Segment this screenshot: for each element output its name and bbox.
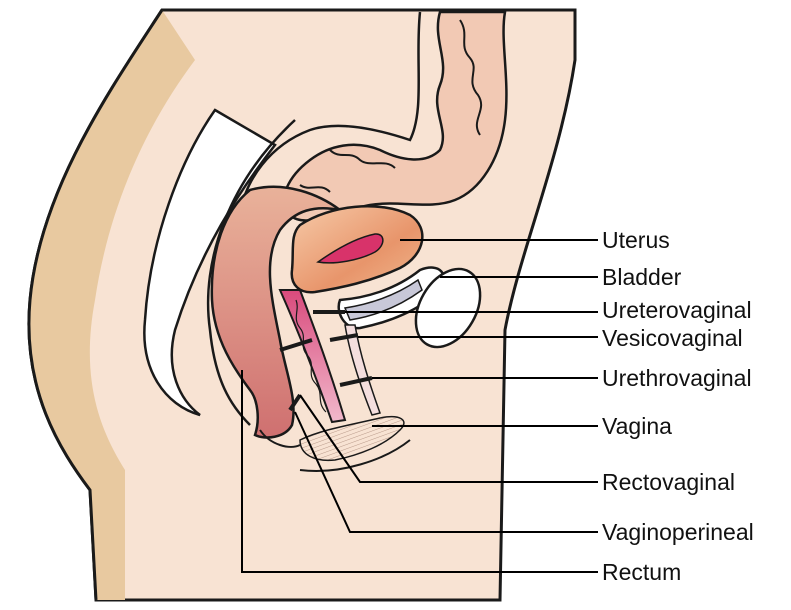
leader-rectovaginal [299,394,598,483]
fistula-marker-vesicovaginal [329,333,359,342]
buttock-outline [27,9,164,601]
leader-vaginoperineal [294,411,598,533]
label-bladder: Bladder [602,264,682,290]
leader-lines [241,239,598,573]
rectum [210,185,341,439]
vagina [278,289,347,424]
vaginal-rugae [295,299,327,413]
intestine-folds [299,19,483,193]
label-rectovaginal: Rectovaginal [602,469,735,495]
pelvic-cavity-line [206,119,296,426]
bladder-wall [343,278,423,321]
label-vaginoperineal: Vaginoperineal [602,519,754,545]
urethra [344,324,381,416]
label-urethrovaginal: Urethrovaginal [602,365,752,391]
buttock-shadow [0,10,162,600]
fistula-marker-vaginoperineal [288,393,302,412]
mesentery-outline [238,11,422,216]
perineum [299,416,405,462]
buttock-fold [28,10,195,600]
pubic-bone [414,267,482,349]
uterine-cavity [316,233,384,264]
label-vesicovaginal: Vesicovaginal [602,325,743,351]
fistula-marker-rectovaginal [279,338,313,352]
label-rectum: Rectum [602,559,681,585]
labia-outline [259,429,411,472]
leader-rectum [241,370,598,573]
label-uterus: Uterus [602,227,670,253]
label-ureterovaginal: Ureterovaginal [602,297,752,323]
fistula-marker-urethrovaginal [339,376,373,387]
label-vagina: Vagina [602,413,672,439]
